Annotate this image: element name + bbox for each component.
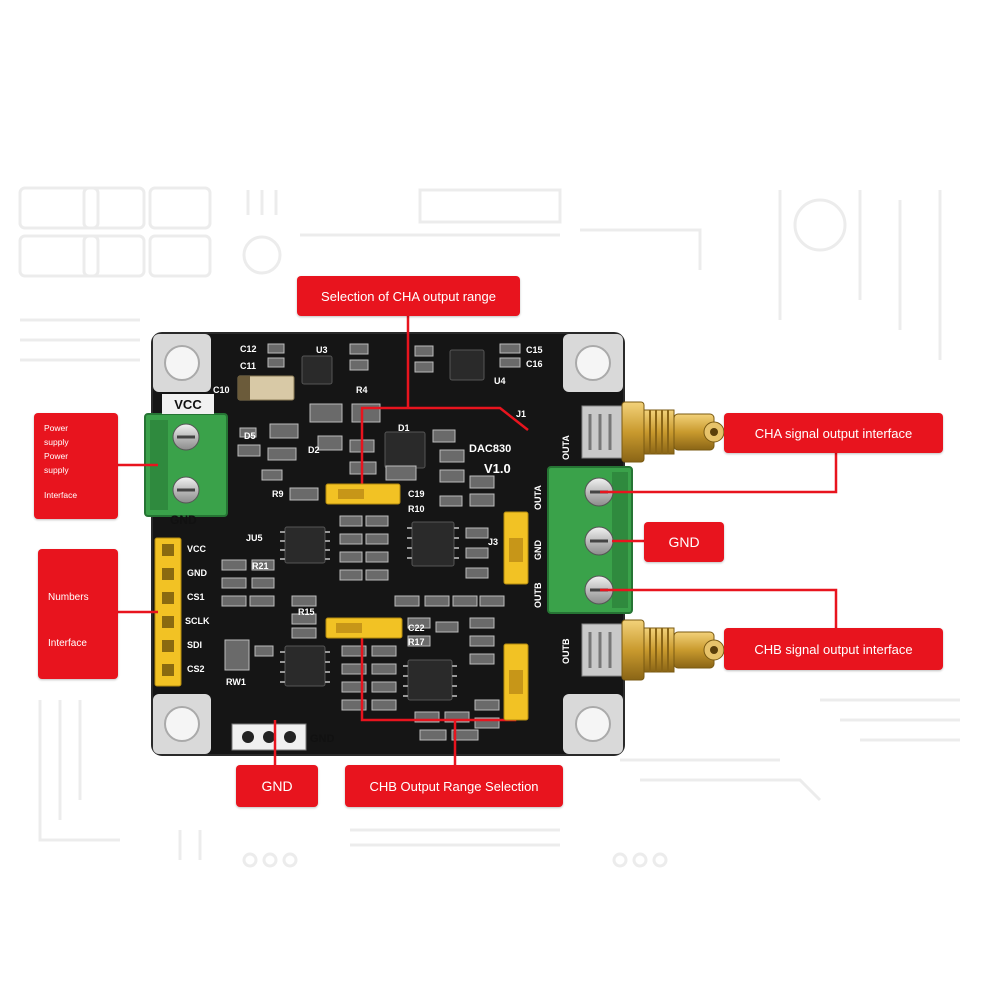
callout-power-supply-interface: Power supply Power supply Interface	[34, 413, 118, 519]
callout-numbers-interface: Numbers Interface	[38, 549, 118, 679]
mounting-hole-bottom-left	[153, 694, 211, 754]
silk-r4: R4	[356, 385, 368, 395]
power-terminal-block[interactable]	[144, 413, 228, 517]
silk-outa-terminal: OUTA	[533, 485, 543, 510]
silk-u3: U3	[316, 345, 328, 355]
silk-gnd-terminal: GND	[533, 540, 543, 560]
silk-d2: D2	[308, 445, 320, 455]
pin-label-vcc: VCC	[187, 544, 207, 554]
callout-power-line-4: supply	[44, 465, 69, 475]
silk-r10: R10	[408, 504, 425, 514]
sma-connector-chb[interactable]	[581, 619, 725, 681]
callout-power-line-2: supply	[44, 437, 69, 447]
ic-lower-middle	[407, 659, 453, 701]
silk-r21: R21	[252, 561, 269, 571]
sma-connector-cha[interactable]	[581, 401, 725, 463]
mounting-hole-top-left	[153, 334, 211, 392]
silk-outb-terminal: OUTB	[533, 582, 543, 609]
callout-gnd-bottom: GND	[236, 765, 318, 807]
silk-rw1: RW1	[226, 677, 246, 687]
silk-r17: R17	[408, 637, 425, 647]
silk-d1: D1	[398, 423, 410, 433]
leader-chb-signal	[600, 588, 838, 628]
silk-c10: C10	[213, 385, 230, 395]
silk-j3: J3	[488, 537, 499, 547]
callout-numbers-line-1: Numbers	[48, 592, 89, 603]
bottom-gnd-silk-label: GND	[310, 733, 335, 745]
callout-gnd-right: GND	[644, 522, 724, 562]
gnd-terminal-label: GND	[170, 513, 197, 527]
regulator	[301, 355, 333, 385]
leader-cha-signal	[600, 453, 838, 494]
callout-numbers-line-2: Interface	[48, 638, 87, 649]
chb-range-jumper[interactable]	[325, 617, 403, 639]
cha-range-jumper[interactable]	[325, 483, 401, 505]
chip-name-silk: DAC830	[469, 443, 512, 455]
callout-cha-output-range: Selection of CHA output range	[297, 276, 520, 316]
silk-r15: R15	[298, 607, 315, 617]
diode-d1	[384, 431, 426, 469]
silk-c12: C12	[240, 344, 257, 354]
pin-label-gnd: GND	[187, 568, 207, 578]
mounting-hole-top-right	[563, 334, 623, 392]
ic-upper-middle	[411, 521, 455, 567]
silk-c19: C19	[408, 489, 425, 499]
silk-outb-sma: OUTB	[561, 638, 571, 665]
cha-output-jumper[interactable]	[503, 511, 529, 585]
chb-output-jumper[interactable]	[503, 643, 529, 721]
silk-ju5: JU5	[246, 533, 263, 543]
version-silk: V1.0	[484, 461, 511, 476]
silk-outa-sma: OUTA	[561, 435, 571, 460]
pcb-board	[144, 332, 725, 756]
bottom-gnd-header[interactable]	[231, 723, 307, 751]
callout-power-line-3: Power	[44, 451, 69, 461]
pin-label-cs1: CS1	[187, 592, 205, 602]
digital-pin-header[interactable]	[154, 537, 182, 687]
ic-upper-left	[284, 526, 326, 564]
pin-label-sdi: SDI	[187, 640, 203, 650]
silk-c11: C11	[240, 361, 257, 371]
callout-chb-output-range: CHB Output Range Selection	[345, 765, 563, 807]
silk-j1: J1	[516, 409, 527, 419]
silk-u4: U4	[494, 376, 506, 386]
pin-label-sclk: SCLK	[185, 616, 210, 626]
pin-label-cs2: CS2	[187, 664, 205, 674]
callout-chb-signal-output: CHB signal output interface	[724, 628, 943, 670]
silk-r9: R9	[272, 489, 284, 499]
callout-cha-signal-output: CHA signal output interface	[724, 413, 943, 453]
silk-c22: C22	[408, 623, 425, 633]
silk-d5: D5	[244, 431, 256, 441]
silk-c15: C15	[526, 345, 543, 355]
ic-lower-left	[284, 645, 326, 687]
silk-c16: C16	[526, 359, 543, 369]
leader-cha-range-trace	[360, 406, 529, 485]
ic-top	[449, 349, 485, 381]
callout-power-line-1: Power	[44, 423, 69, 433]
mounting-hole-bottom-right	[563, 694, 623, 754]
vcc-terminal-label: VCC	[162, 394, 214, 414]
callout-power-line-5: Interface	[44, 490, 78, 500]
